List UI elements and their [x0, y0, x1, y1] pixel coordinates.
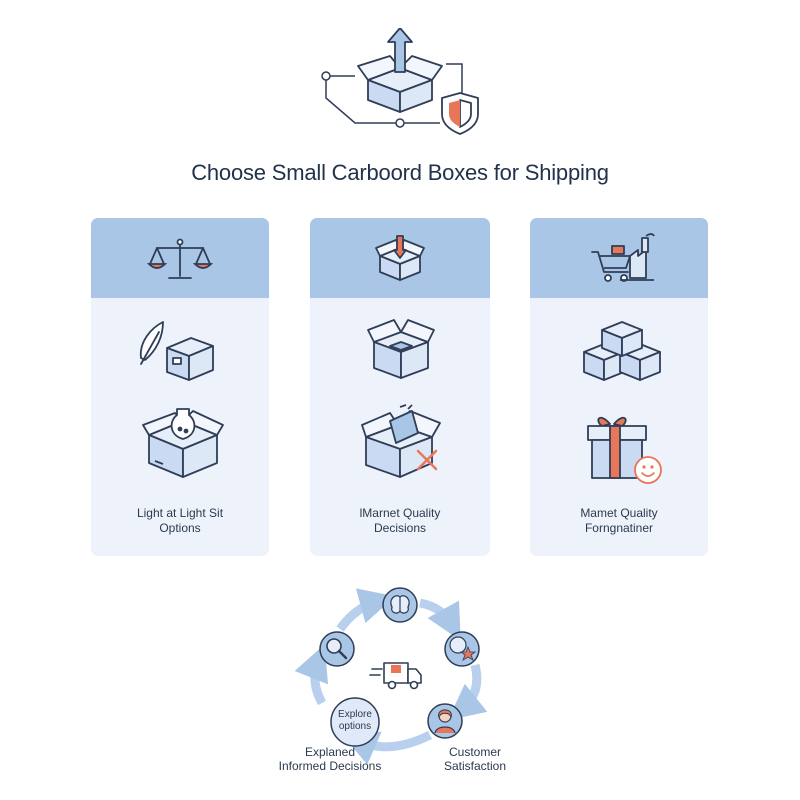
label-line: Informed Decisions	[278, 759, 382, 773]
node-label: Explore options	[338, 709, 372, 732]
card-right: Mamet Quality Forngnatiner	[530, 218, 708, 556]
card-left: Light at Light Sit Options	[91, 218, 269, 556]
card-header	[530, 218, 708, 298]
customer-avatar-icon	[427, 703, 463, 739]
factory-cart-icon	[590, 232, 656, 288]
caption-line: Decisions	[373, 521, 427, 535]
feather-box-icon	[133, 318, 223, 388]
label-line: Explaned	[304, 745, 356, 759]
box-upload-shield-icon	[321, 28, 479, 135]
label-line: Satisfaction	[443, 759, 507, 773]
label-customer-satisfaction: Customer Satisfaction	[420, 745, 530, 773]
rating-star-icon	[444, 631, 480, 667]
fragile-box-icon	[141, 403, 225, 481]
card-caption: Mamet Quality Forngnatiner	[530, 506, 708, 536]
balance-scale-icon	[147, 236, 213, 282]
card-caption: lMarnet Quality Decisions	[310, 506, 490, 536]
damaged-box-icon	[360, 403, 446, 483]
card-middle: lMarnet Quality Decisions	[310, 218, 490, 556]
gift-box-smile-icon	[580, 410, 666, 486]
box-down-arrow-icon	[374, 232, 426, 284]
brain-icon	[382, 587, 418, 623]
label-line: Customer	[448, 745, 501, 759]
card-caption: Light at Light Sit Options	[91, 506, 269, 536]
caption-line: Light at Light Sit	[136, 506, 224, 520]
magnifier-icon	[319, 631, 355, 667]
caption-line: Options	[159, 521, 201, 535]
caption-line: Mamet Quality	[580, 506, 658, 520]
caption-line: Forngnatiner	[584, 521, 654, 535]
explore-options-node	[330, 697, 380, 747]
page-title: Choose Small Carboord Boxes for Shipping	[191, 159, 609, 185]
open-box-icon	[366, 316, 436, 382]
delivery-truck-icon	[369, 662, 422, 690]
cycle-diagram: Explore options Explaned Informed Decisi…	[270, 585, 530, 775]
stacked-boxes-icon	[582, 318, 662, 388]
label-informed-decisions: Explaned Informed Decisions	[250, 745, 410, 773]
hero-illustration	[300, 28, 500, 148]
caption-line: lMarnet Quality	[359, 506, 441, 520]
